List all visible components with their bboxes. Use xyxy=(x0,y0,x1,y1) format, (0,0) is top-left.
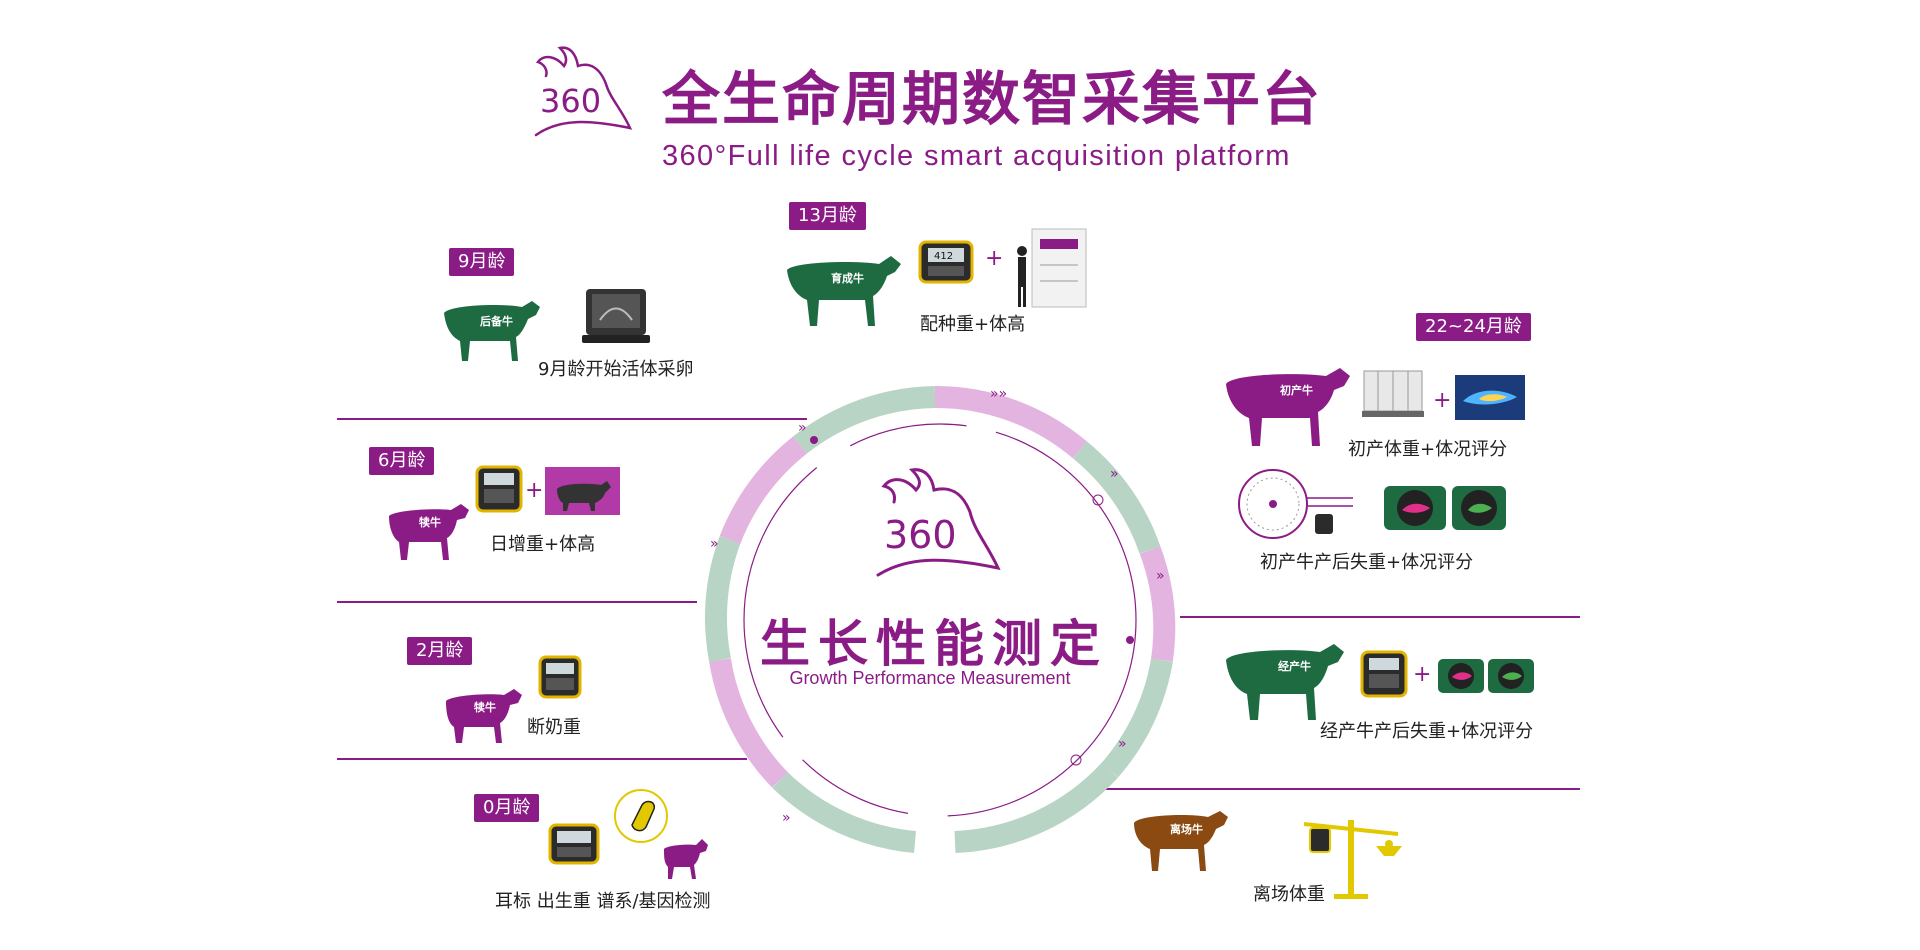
divider-left-3 xyxy=(337,758,747,760)
center-title: 生长性能测定 xyxy=(760,615,1108,673)
measuring-station-icon xyxy=(1017,228,1087,308)
weighing-indicator-icon: 412 xyxy=(918,240,974,284)
age-badge-6m: 6月龄 xyxy=(369,447,435,475)
newborn-calf-icon xyxy=(664,839,708,879)
center-subtitle: Growth Performance Measurement xyxy=(789,668,1071,688)
plus-adult: + xyxy=(1413,662,1432,687)
header-logo-text: 360 xyxy=(540,82,601,120)
svg-text:»»: »» xyxy=(990,386,1007,402)
cow-label-first-calving: 初产牛 xyxy=(1280,383,1313,397)
age-badge-2m: 2月龄 xyxy=(407,637,473,665)
ultrasound-device-icon xyxy=(582,289,650,343)
weighing-indicator-icon-2m xyxy=(538,655,582,699)
svg-text:»: » xyxy=(710,536,719,552)
cow-label-multiparous: 经产牛 xyxy=(1278,659,1311,673)
svg-text:»: » xyxy=(1118,736,1127,752)
center-logo-text: 360 xyxy=(884,513,957,557)
body-condition-camera-icon-adult xyxy=(1438,659,1534,693)
caption-22m-2: 初产牛产后失重+体况评分 xyxy=(1260,552,1474,573)
weighing-indicator-icon-6m xyxy=(475,465,523,513)
weighing-indicator-icon-adult xyxy=(1360,650,1408,698)
plus-6m: + xyxy=(525,478,544,503)
divider-left-1 xyxy=(337,418,807,420)
cow-icon-calf-6m: 犊牛 xyxy=(389,504,469,560)
camera-system-icon xyxy=(1238,469,1353,539)
divider-right-1 xyxy=(1180,616,1580,618)
age-badge-13m: 13月龄 xyxy=(789,202,866,230)
cow-icon-multiparous: 经产牛 xyxy=(1226,644,1344,720)
plus-13m: + xyxy=(985,246,1004,271)
caption-6m: 日增重+体高 xyxy=(490,534,596,555)
svg-text:»: » xyxy=(782,810,791,826)
center-ring: »» » » » » » » xyxy=(705,385,1176,853)
svg-text:»: » xyxy=(1110,466,1119,482)
cow-icon-first-calving: 初产牛 xyxy=(1226,368,1350,446)
body-condition-camera-icon xyxy=(1384,486,1506,530)
cow-label-young: 育成牛 xyxy=(831,271,864,285)
ear-tag-icon xyxy=(614,789,668,843)
weighing-indicator-icon-0m xyxy=(548,823,600,865)
divider-right-2 xyxy=(1105,788,1580,790)
body-scan-image-icon xyxy=(1455,375,1525,420)
cow-label-leaving: 离场牛 xyxy=(1170,822,1203,836)
center-logo: 360 xyxy=(876,468,1001,577)
caption-0m: 耳标 出生重 谱系/基因检测 xyxy=(495,891,711,912)
svg-text:»: » xyxy=(798,420,807,436)
age-badge-9m: 9月龄 xyxy=(449,248,515,276)
cow-icon-leaving: 离场牛 xyxy=(1134,811,1228,871)
cow-label-calf-6m: 犊牛 xyxy=(419,515,441,529)
header-logo: 360 xyxy=(534,46,633,137)
caption-2m: 断奶重 xyxy=(527,717,581,738)
cow-icon-calf-2m: 犊牛 xyxy=(446,689,522,743)
caption-leaving: 离场体重 xyxy=(1253,884,1325,905)
page-subtitle: 360°Full life cycle smart acquisition pl… xyxy=(662,140,1291,172)
cow-label-heifer: 后备牛 xyxy=(480,314,513,328)
divider-left-2 xyxy=(337,601,697,603)
plus-22m: + xyxy=(1433,388,1452,413)
calf-photo-icon xyxy=(545,467,620,515)
indicator-screen-value: 412 xyxy=(934,251,953,262)
page-title: 全生命周期数智采集平台 xyxy=(662,65,1323,133)
caption-13m: 配种重+体高 xyxy=(920,314,1026,335)
age-badge-0m: 0月龄 xyxy=(474,794,540,822)
cow-label-calf-2m: 犊牛 xyxy=(474,700,496,714)
caption-9m: 9月龄开始活体采卵 xyxy=(538,359,694,380)
caption-22m: 初产体重+体况评分 xyxy=(1348,439,1508,460)
weighing-crate-icon xyxy=(1362,370,1424,417)
svg-text:»: » xyxy=(1156,568,1165,584)
caption-adult: 经产牛产后失重+体况评分 xyxy=(1320,721,1534,742)
cow-icon-young: 育成牛 xyxy=(787,256,901,326)
age-badge-22m: 22~24月龄 xyxy=(1416,313,1531,341)
cow-icon-heifer: 后备牛 xyxy=(444,301,540,361)
balance-scale-icon xyxy=(1303,820,1402,899)
